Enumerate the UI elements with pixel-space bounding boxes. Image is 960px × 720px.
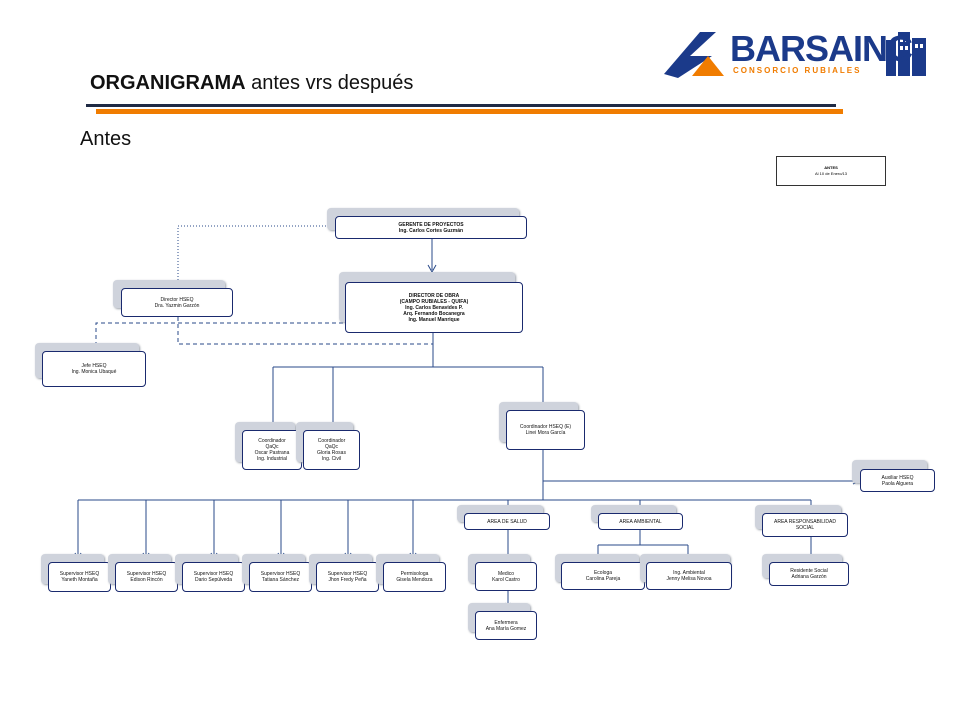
- node-supervisor-hseq-3[interactable]: Supervisor HSEQ Dario Sepúlveda: [182, 562, 245, 592]
- node-line: Oscar Pastrana: [254, 450, 290, 456]
- node-line: Coordinador HSEQ (E): [519, 424, 572, 430]
- node-medico[interactable]: Medico Karol Castro: [475, 562, 537, 591]
- slide-subtitle: Antes: [80, 128, 132, 150]
- node-line: Ecologa: [593, 570, 613, 576]
- node-supervisor-hseq-4[interactable]: Supervisor HSEQ Tatiana Sánchez: [249, 562, 312, 592]
- node-line: Supervisor HSEQ: [126, 571, 167, 577]
- node-line: Ing. Industrial: [256, 456, 288, 462]
- node-line: Coordinador: [317, 438, 346, 444]
- logo-text: BARSAINC: [730, 28, 913, 69]
- node-line: Jenny Melisa Novoa: [666, 576, 712, 582]
- node-area-salud[interactable]: AREA DE SALUD: [464, 513, 550, 530]
- node-line: Supervisor HSEQ: [327, 571, 368, 577]
- node-coordinador-qaqc-2[interactable]: Coordinador QaQc Gloria Rosas Ing. Civil: [303, 430, 360, 470]
- title-bold: ORGANIGRAMA: [90, 72, 246, 94]
- node-line: Supervisor HSEQ: [193, 571, 234, 577]
- node-line: Supervisor HSEQ: [260, 571, 301, 577]
- node-line: Carolina Pareja: [585, 576, 621, 582]
- node-line: Enfermera: [494, 619, 518, 626]
- node-line: Jefe HSEQ: [81, 363, 107, 369]
- node-line: Edison Rincón: [130, 577, 163, 583]
- node-line: Tatiana Sánchez: [262, 577, 299, 583]
- date-note: ANTES Al 10 de Enero/13: [776, 156, 886, 186]
- node-line: Supervisor HSEQ: [59, 571, 100, 577]
- node-supervisor-hseq-2[interactable]: Supervisor HSEQ Edison Rincón: [115, 562, 178, 592]
- node-line: Yaneth Montaña: [61, 577, 98, 583]
- node-line: Medico: [497, 570, 515, 577]
- title-rest: antes vrs después: [245, 72, 414, 94]
- date-note-line: ANTES: [824, 165, 838, 170]
- node-enfermera[interactable]: Enfermera Ana María Gomez: [475, 611, 537, 640]
- node-line: (CAMPO RUBIALES - QUIFA): [399, 298, 469, 305]
- node-line: Coordinador: [258, 438, 286, 444]
- node-line: Jhon Fredy Peña: [328, 577, 367, 583]
- node-supervisor-hseq-5[interactable]: Supervisor HSEQ Jhon Fredy Peña: [316, 562, 379, 592]
- node-coordinador-hseq[interactable]: Coordinador HSEQ (E) Linei Mora García: [506, 410, 585, 450]
- node-line: Dario Sepúlveda: [195, 577, 232, 583]
- node-line: Paola Alguera: [881, 480, 914, 487]
- node-line: QaQc: [324, 444, 339, 450]
- node-line: Ing. Monica Ubaqué: [71, 369, 117, 375]
- node-line: AREA RESPONSABILIDAD: [774, 519, 836, 525]
- node-residente-social[interactable]: Residente Social Adriana Garzón: [769, 562, 849, 586]
- node-line: Ing. Ambiental: [673, 570, 705, 576]
- node-permisologa[interactable]: Permisologa Gisela Mendoza: [383, 562, 446, 592]
- node-line: DIRECTOR DE OBRA: [408, 292, 460, 299]
- title-rule-orange: [96, 109, 843, 114]
- node-line: Residente Social: [790, 568, 828, 574]
- node-director-obra[interactable]: DIRECTOR DE OBRA (CAMPO RUBIALES - QUIFA…: [345, 282, 523, 333]
- node-line: GERENTE DE PROYECTOS: [398, 221, 464, 228]
- node-supervisor-hseq-1[interactable]: Supervisor HSEQ Yaneth Montaña: [48, 562, 111, 592]
- logo-mark-icon: [664, 32, 926, 78]
- node-line: Adriana Garzón: [791, 574, 827, 580]
- node-line: AREA DE SALUD: [487, 518, 527, 525]
- node-ecologa[interactable]: Ecologa Carolina Pareja: [561, 562, 645, 590]
- node-line: Ana María Gomez: [485, 625, 527, 632]
- node-line: Auxiliar HSEQ: [881, 474, 914, 481]
- node-line: Ing. Carlos Benavides P.: [405, 304, 463, 311]
- node-line: Director HSEQ: [160, 296, 194, 303]
- node-ing-ambiental[interactable]: Ing. Ambiental Jenny Melisa Novoa: [646, 562, 732, 590]
- node-area-responsabilidad-social[interactable]: AREA RESPONSABILIDAD SOCIAL: [762, 513, 848, 537]
- date-note-line: Al 10 de Enero/13: [814, 171, 848, 176]
- node-line: Permisologa: [400, 571, 429, 577]
- node-line: Gisela Mendoza: [396, 577, 433, 583]
- node-line: Karol Castro: [492, 576, 520, 583]
- node-coordinador-qaqc-1[interactable]: Coordinador QaQc Oscar Pastrana Ing. Ind…: [242, 430, 302, 470]
- node-area-ambiental[interactable]: AREA AMBIENTAL: [598, 513, 683, 530]
- node-jefe-hseq[interactable]: Jefe HSEQ Ing. Monica Ubaqué: [42, 351, 146, 387]
- slide-title: ORGANIGRAMA antes vrs después: [90, 72, 413, 95]
- node-line: Ing. Carlos Cortes Guzmán: [398, 227, 464, 234]
- node-auxiliar-hseq[interactable]: Auxiliar HSEQ Paola Alguera: [860, 469, 935, 492]
- node-line: Gloria Rosas: [317, 450, 346, 456]
- company-logo: BARSAINC CONSORCIO RUBIALES: [660, 26, 935, 84]
- node-line: Ing. Civil: [321, 456, 342, 462]
- node-gerente-proyectos[interactable]: GERENTE DE PROYECTOS Ing. Carlos Cortes …: [335, 216, 527, 239]
- node-line: Arq. Fernando Bocanegra: [403, 310, 465, 317]
- node-line: Linei Mora García: [525, 430, 566, 436]
- node-line: SOCIAL: [795, 525, 815, 531]
- logo-subtext: CONSORCIO RUBIALES: [733, 66, 862, 75]
- node-line: QaQc: [265, 444, 279, 450]
- node-line: Ing. Manuel Manrique: [408, 316, 460, 323]
- title-rule-blue: [86, 104, 836, 107]
- node-line: AREA AMBIENTAL: [619, 518, 662, 525]
- node-line: Dra. Yazmin Garzón: [154, 302, 200, 309]
- node-director-hseq[interactable]: Director HSEQ Dra. Yazmin Garzón: [121, 288, 233, 317]
